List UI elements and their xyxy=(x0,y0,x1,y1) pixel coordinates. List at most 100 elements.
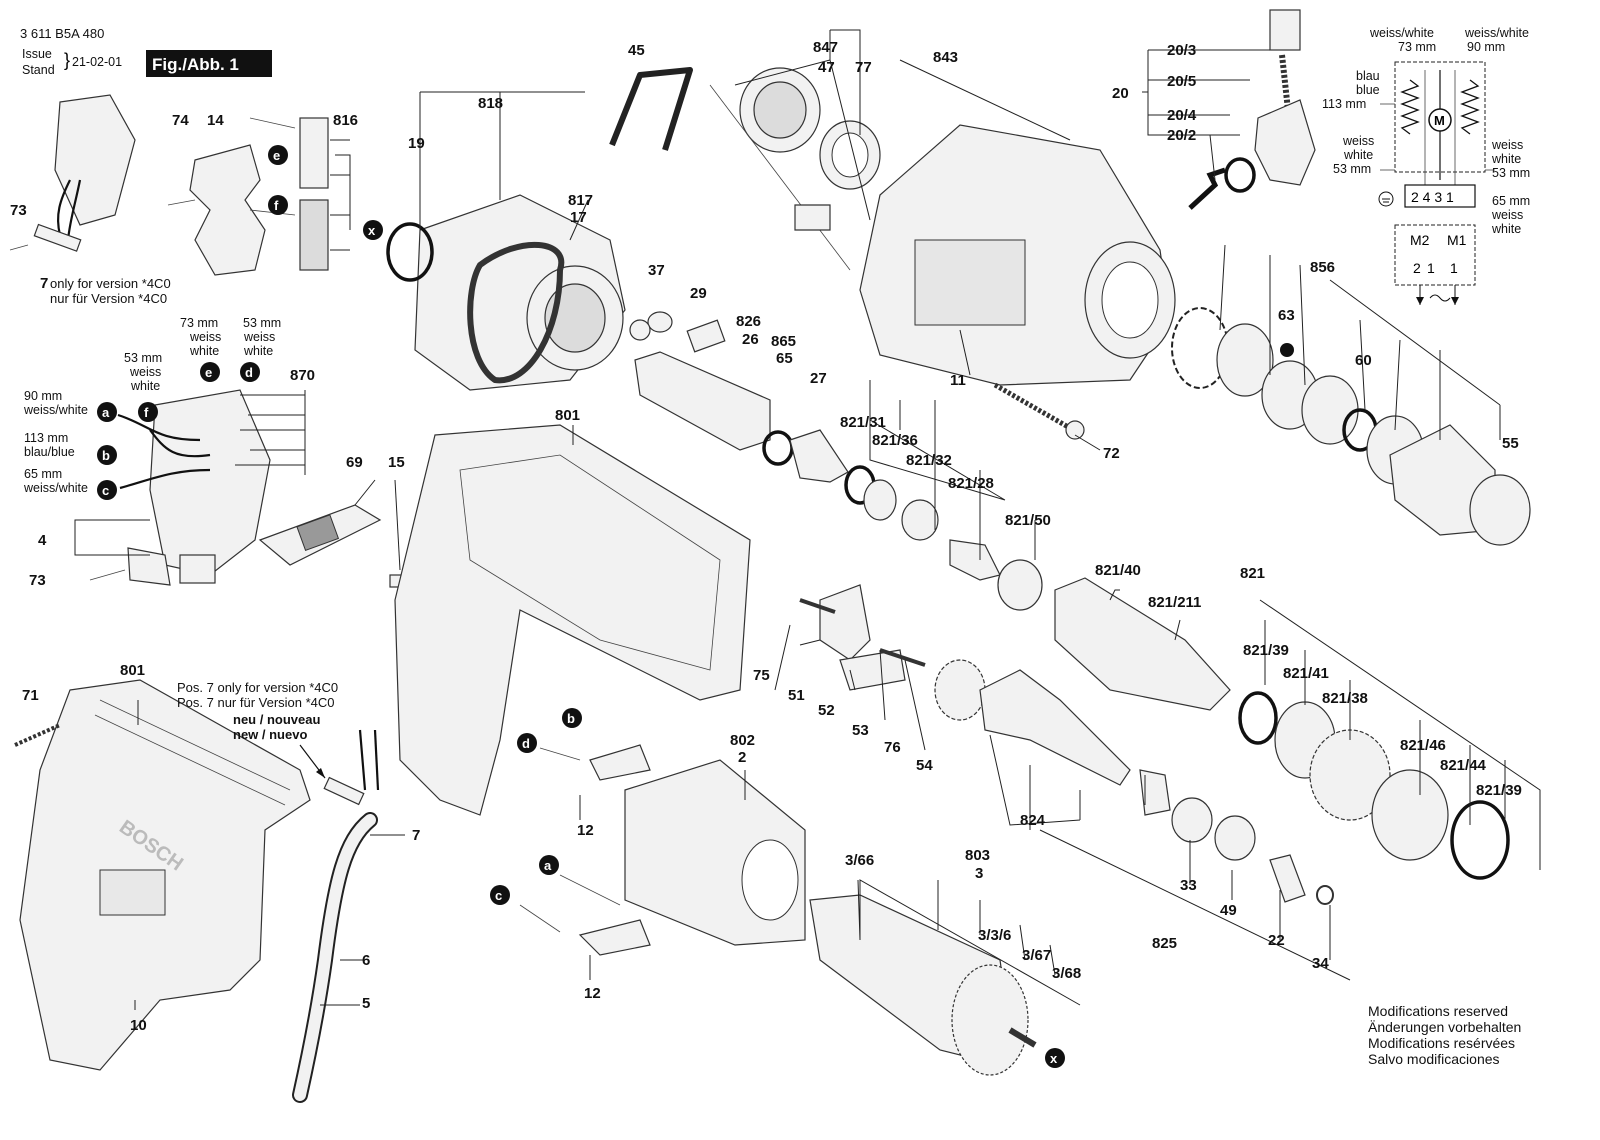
label-77: 77 xyxy=(855,59,872,76)
svg-text:a: a xyxy=(102,405,110,420)
label-7-bottom: 7 xyxy=(412,827,420,844)
label-856: 856 xyxy=(1310,259,1335,276)
svg-text:x: x xyxy=(1050,1051,1058,1066)
svg-text:weiss/white: weiss/white xyxy=(1464,26,1529,40)
label-69: 69 xyxy=(346,454,363,471)
piston-drawing xyxy=(634,351,771,451)
label-825: 825 xyxy=(1152,935,1177,952)
svg-text:e: e xyxy=(273,148,280,163)
label-75: 75 xyxy=(753,667,770,684)
svg-text:c: c xyxy=(495,888,502,903)
callout-f-top: f xyxy=(268,195,288,215)
svg-text:65 mm: 65 mm xyxy=(1492,194,1530,208)
svg-text:white: white xyxy=(130,379,160,393)
pos7-note-en: Pos. 7 only for version *4C0 xyxy=(177,680,338,695)
callout-d-stator: d xyxy=(517,733,537,753)
new-note-de-fr: neu / nouveau xyxy=(233,712,320,727)
label-4: 4 xyxy=(38,532,47,549)
svg-text:53 mm: 53 mm xyxy=(124,351,162,365)
terminal-numbers: 2 4 3 1 xyxy=(1411,189,1454,205)
callout-x-lower: x xyxy=(1045,1048,1065,1068)
callout-b-stator: b xyxy=(562,708,582,728)
label-821-41: 821/41 xyxy=(1283,665,1329,682)
svg-text:blau: blau xyxy=(1356,69,1380,83)
new-note-en-es: new / nuevo xyxy=(233,727,307,742)
label-37: 37 xyxy=(648,262,665,279)
label-821-39-upper: 821/39 xyxy=(1243,642,1289,659)
label-12-upper: 12 xyxy=(577,822,594,839)
svg-text:}: } xyxy=(64,50,70,70)
spring-clip-drawing xyxy=(609,67,693,151)
label-73-mid: 73 xyxy=(29,572,46,589)
svg-text:c: c xyxy=(102,483,109,498)
header-block: 3 611 B5A 480 Issue Stand } 21-02-01 Fig… xyxy=(20,26,272,77)
label-821-39-lower: 821/39 xyxy=(1476,782,1522,799)
label-821-36: 821/36 xyxy=(872,432,918,449)
issue-label: Issue xyxy=(22,47,52,61)
label-20-5: 20/5 xyxy=(1167,73,1196,90)
callout-c-mid: c xyxy=(97,480,117,500)
label-20: 20 xyxy=(1112,85,1129,102)
svg-text:white: white xyxy=(243,344,273,358)
svg-text:90 mm: 90 mm xyxy=(24,389,62,403)
svg-text:blau/blue: blau/blue xyxy=(24,445,75,459)
svg-text:65 mm: 65 mm xyxy=(24,467,62,481)
svg-text:white: white xyxy=(1491,222,1521,236)
svg-text:d: d xyxy=(522,736,530,751)
svg-text:M1: M1 xyxy=(1447,232,1467,248)
label-76: 76 xyxy=(884,739,901,756)
svg-text:2: 2 xyxy=(1413,260,1421,276)
label-60: 60 xyxy=(1355,352,1372,369)
label-20-4: 20/4 xyxy=(1167,107,1197,124)
label-821-50: 821/50 xyxy=(1005,512,1051,529)
label-818: 818 xyxy=(478,95,503,112)
tool-holder-drawing xyxy=(1054,577,1231,711)
label-816: 816 xyxy=(333,112,358,129)
position-7-notes: Pos. 7 only for version *4C0 Pos. 7 nur … xyxy=(177,680,338,779)
svg-text:1: 1 xyxy=(1450,260,1458,276)
callout-circles: e f x e d a f b c b d a c x xyxy=(97,145,1065,1068)
label-55: 55 xyxy=(1502,435,1519,452)
svg-text:Salvo modificaciones: Salvo modificaciones xyxy=(1368,1051,1500,1067)
svg-text:M2: M2 xyxy=(1410,232,1430,248)
label-34: 34 xyxy=(1312,955,1329,972)
gasket-drawing xyxy=(467,242,565,384)
callout-a-mid: a xyxy=(97,402,117,422)
svg-text:b: b xyxy=(102,448,110,463)
label-826: 826 xyxy=(736,313,761,330)
callout-c-stator: c xyxy=(490,885,510,905)
field-coil-left xyxy=(1400,79,1420,135)
label-71: 71 xyxy=(22,687,39,704)
callout-a-stator: a xyxy=(539,855,559,875)
svg-text:white: white xyxy=(1491,152,1521,166)
label-5: 5 xyxy=(362,995,370,1012)
note-version-de: nur für Version *4C0 xyxy=(50,291,167,306)
label-53: 53 xyxy=(852,722,869,739)
svg-text:white: white xyxy=(189,344,219,358)
label-20-3: 20/3 xyxy=(1167,42,1196,59)
label-33: 33 xyxy=(1180,877,1197,894)
o-ring-19 xyxy=(386,222,434,282)
svg-text:f: f xyxy=(274,198,279,213)
svg-text:weiss: weiss xyxy=(1342,134,1374,148)
field-coil-right xyxy=(1460,79,1480,135)
label-6: 6 xyxy=(362,952,370,969)
label-27: 27 xyxy=(810,370,827,387)
svg-text:Änderungen vorbehalten: Änderungen vorbehalten xyxy=(1368,1019,1521,1035)
label-11: 11 xyxy=(950,372,966,389)
part-number-labels: 73 7 only for version *4C0 nur für Versi… xyxy=(10,39,1522,1034)
svg-text:x: x xyxy=(368,223,376,238)
svg-text:113 mm: 113 mm xyxy=(1322,97,1366,111)
svg-text:90 mm: 90 mm xyxy=(1467,40,1505,54)
svg-text:weiss/white: weiss/white xyxy=(23,403,88,417)
label-847: 847 xyxy=(813,39,838,56)
label-821-32: 821/32 xyxy=(906,452,952,469)
svg-text:white: white xyxy=(1343,148,1373,162)
label-29: 29 xyxy=(690,285,707,302)
svg-text:73 mm: 73 mm xyxy=(1398,40,1436,54)
label-22: 22 xyxy=(1268,932,1285,949)
terminal-block xyxy=(1404,184,1476,208)
gear-shaft-drawing xyxy=(979,669,1131,786)
